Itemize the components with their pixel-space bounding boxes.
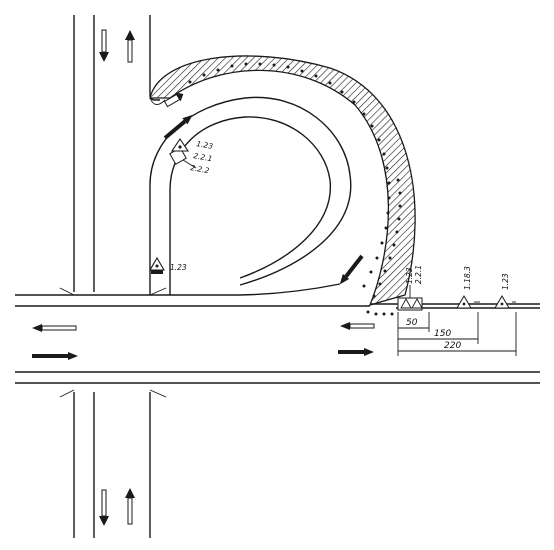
arrow-outline-icon: [163, 92, 184, 108]
loop-ramp: [149, 55, 416, 306]
horizontal-road: [15, 283, 540, 384]
sign-label: 2.2.1: [414, 265, 423, 284]
dotted-guidance-outer: [188, 62, 391, 288]
arrow-up-icon: [125, 30, 135, 63]
arrow-up-icon: [125, 488, 135, 525]
arrow-left-icon: [32, 324, 77, 332]
dimension-label: 50: [406, 318, 418, 328]
direction-arrows: [32, 29, 375, 526]
dimension-lines: 50 150 220: [397, 312, 517, 356]
arrow-right-icon: [32, 352, 78, 360]
dotted-guidance-right: [366, 178, 402, 316]
sign-label: 1.23: [405, 267, 414, 284]
hatched-shoulder: [149, 55, 416, 306]
arrow-down-icon: [99, 29, 109, 62]
vertical-road-north: [73, 15, 160, 292]
arrow-right-icon: [338, 348, 374, 356]
sign-label: 1.23: [170, 263, 187, 272]
arrow-left-icon: [340, 322, 375, 330]
arrow-down-left-icon: [339, 254, 364, 285]
warning-sign-icon: [169, 138, 197, 169]
arrow-up-right-icon: [163, 114, 193, 140]
dimension-label: 220: [444, 341, 461, 351]
sign-label: 2.2.1: [193, 151, 213, 163]
sign-label: 1.23: [501, 273, 510, 290]
arrow-down-icon: [99, 489, 109, 526]
warning-sign-icon: [149, 256, 165, 274]
warning-sign-icon: [397, 285, 423, 311]
sign-labels: 1.23 2.2.1 2.2.2 1.23 1.23 2.2.1 1.18.3 …: [170, 139, 510, 290]
sign-label: 1.18.3: [463, 266, 472, 290]
vertical-road-south: [59, 389, 167, 538]
dimension-label: 150: [434, 329, 451, 339]
sign-label: 1.23: [196, 139, 214, 151]
sign-label: 2.2.2: [190, 163, 211, 175]
traffic-signs: [149, 138, 516, 311]
warning-sign-icon: [456, 295, 480, 309]
warning-sign-icon: [494, 295, 516, 309]
